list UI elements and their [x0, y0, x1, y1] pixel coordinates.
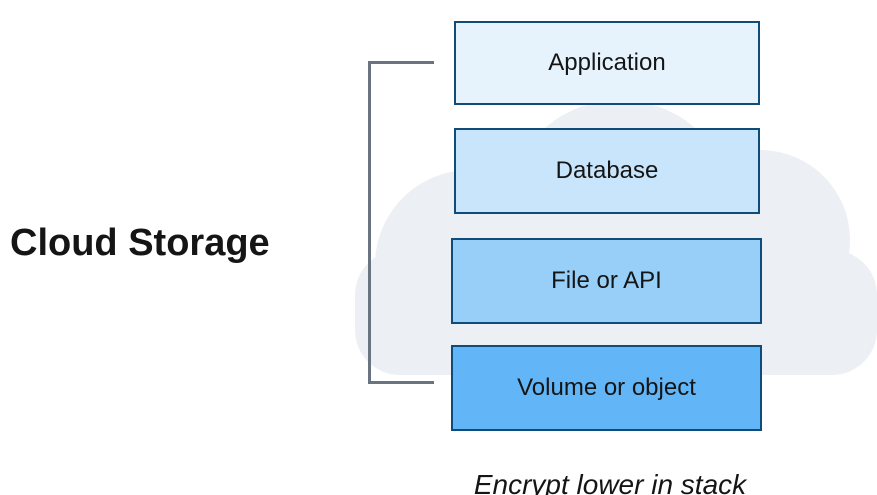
layer-volume-or-object: Volume or object [451, 345, 762, 431]
stack-bracket [368, 61, 434, 384]
layer-file-or-api: File or API [451, 238, 762, 324]
diagram-title: Cloud Storage [10, 222, 270, 264]
layer-application: Application [454, 21, 760, 105]
diagram-caption: Encrypt lower in stack [473, 469, 747, 495]
layer-database: Database [454, 128, 760, 214]
